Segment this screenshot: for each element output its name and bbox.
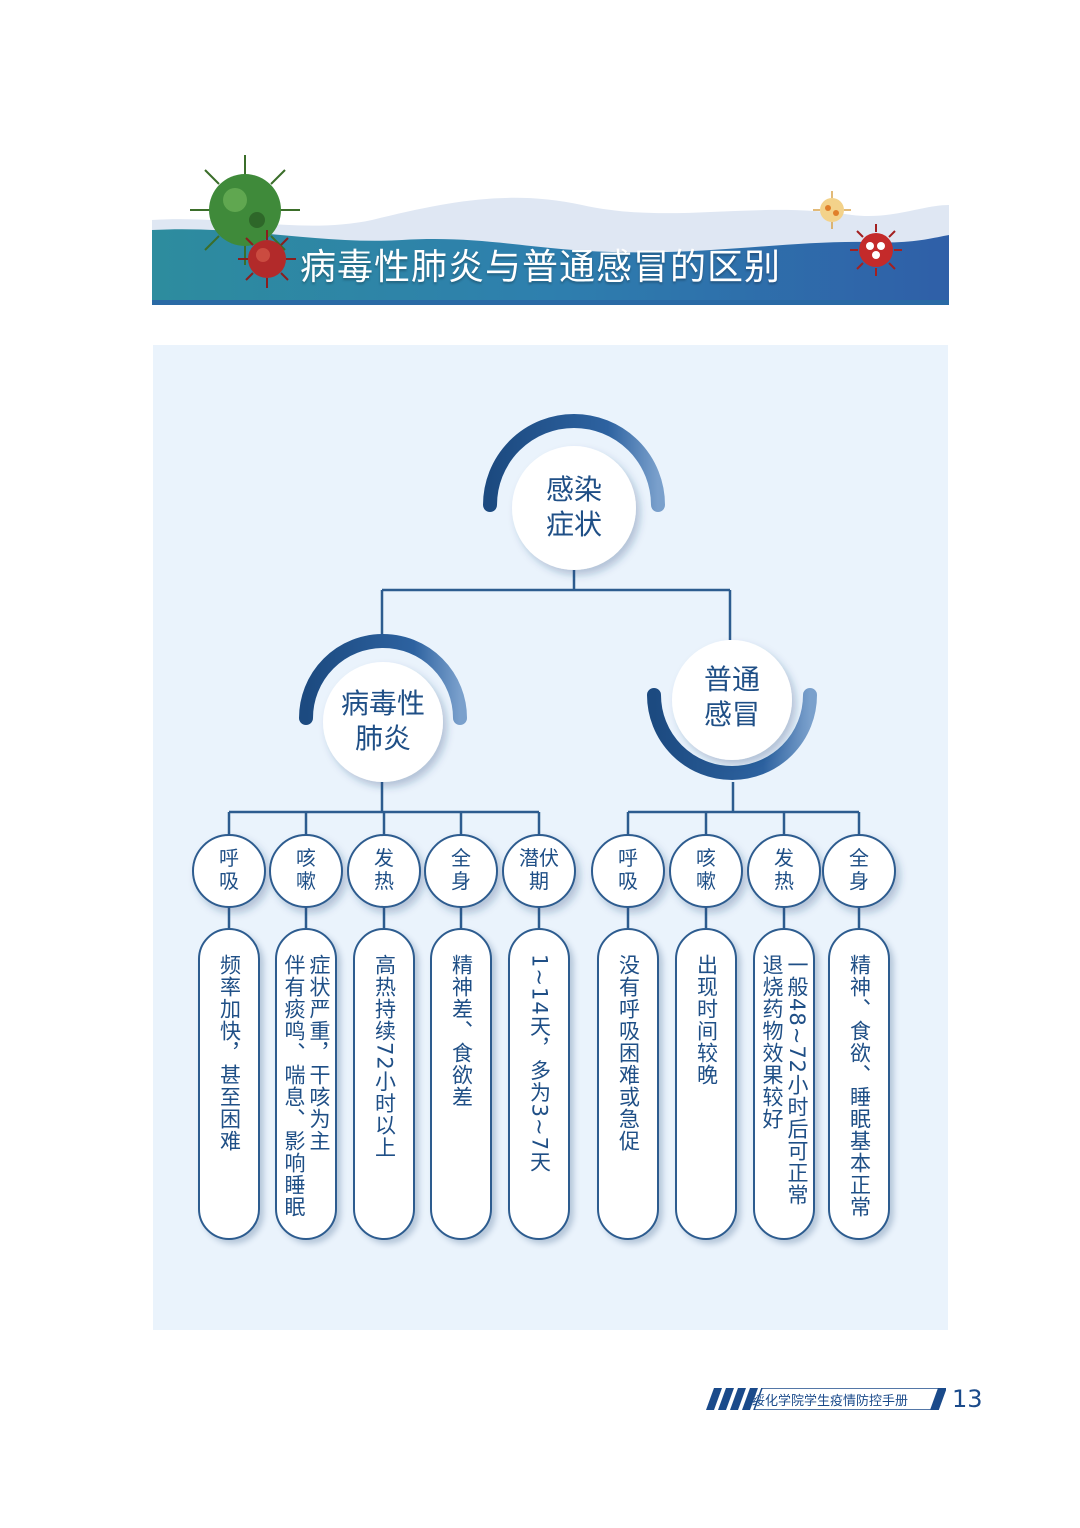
category-label: 发热 [374, 846, 394, 893]
pneumonia-circle [323, 662, 443, 782]
detail-pill: 精神差、食欲差 [430, 928, 492, 1240]
pneumonia-label-line: 病毒性 [340, 687, 425, 720]
category-label: 咳嗽 [296, 846, 316, 893]
detail-pill: 出现时间较晚 [675, 928, 737, 1240]
cold-circle [672, 640, 792, 760]
pneumonia-label-line: 肺炎 [354, 722, 411, 755]
detail-pill: 频率加快，甚至困难 [198, 928, 260, 1240]
cold-arc [647, 688, 817, 780]
category-label: 发热 [774, 846, 794, 893]
red-virus-icon [238, 230, 296, 288]
red-cell-virus-icon [850, 224, 902, 276]
cold-node-label: 普通 感冒 [667, 662, 797, 732]
detail-text: 1~14天，多为3~7天 [527, 954, 552, 1173]
pneumonia-node-label: 病毒性 肺炎 [318, 686, 448, 756]
title-banner [152, 197, 949, 305]
detail-text: 退烧药物效果较好 [760, 954, 784, 1130]
detail-pill: 没有呼吸困难或急促 [597, 928, 659, 1240]
category-label: 潜伏期 [519, 846, 559, 893]
detail-pill: 高热持续72小时以上 [353, 928, 415, 1240]
detail-text: 出现时间较晚 [694, 954, 719, 1086]
orange-virus-icon [813, 191, 851, 229]
detail-text: 症状严重，干咳为主 [307, 954, 331, 1152]
detail-text: 没有呼吸困难或急促 [616, 954, 641, 1152]
detail-text: 精神、食欲、睡眠基本正常 [847, 954, 872, 1218]
detail-pill: 症状严重，干咳为主 伴有痰鸣、喘息、影响睡眠 [275, 928, 337, 1240]
page-number: 13 [952, 1385, 983, 1413]
pneumonia-arc [299, 634, 467, 725]
detail-text: 一般48~72小时后可正常 [785, 954, 809, 1207]
root-circle [512, 446, 636, 570]
category-label: 呼吸 [219, 846, 239, 893]
detail-pill: 一般48~72小时后可正常 退烧药物效果较好 [753, 928, 815, 1240]
category-label: 全身 [849, 846, 869, 893]
footer-handbook-title: 绥化学院学生疫情防控手册 [752, 1394, 909, 1409]
root-label-line: 感染 [545, 473, 602, 506]
footer-stripes [706, 1388, 946, 1410]
cold-label-line: 感冒 [703, 698, 760, 731]
detail-text: 精神差、食欲差 [449, 954, 474, 1108]
detail-text: 高热持续72小时以上 [372, 954, 397, 1159]
root-node-label: 感染 症状 [514, 472, 634, 542]
category-label: 咳嗽 [696, 846, 716, 893]
root-label-line: 症状 [545, 508, 602, 541]
category-label: 全身 [451, 846, 471, 893]
detail-pill: 精神、食欲、睡眠基本正常 [828, 928, 890, 1240]
detail-text: 伴有痰鸣、喘息、影响睡眠 [282, 954, 306, 1218]
category-circles [192, 834, 896, 908]
root-arc [483, 414, 665, 512]
detail-text: 频率加快，甚至困难 [217, 954, 242, 1152]
cold-label-line: 普通 [703, 663, 760, 696]
green-virus-icon [190, 155, 300, 265]
detail-pill: 1~14天，多为3~7天 [508, 928, 570, 1240]
category-label: 呼吸 [618, 846, 638, 893]
page-title: 病毒性肺炎与普通感冒的区别 [300, 247, 782, 288]
